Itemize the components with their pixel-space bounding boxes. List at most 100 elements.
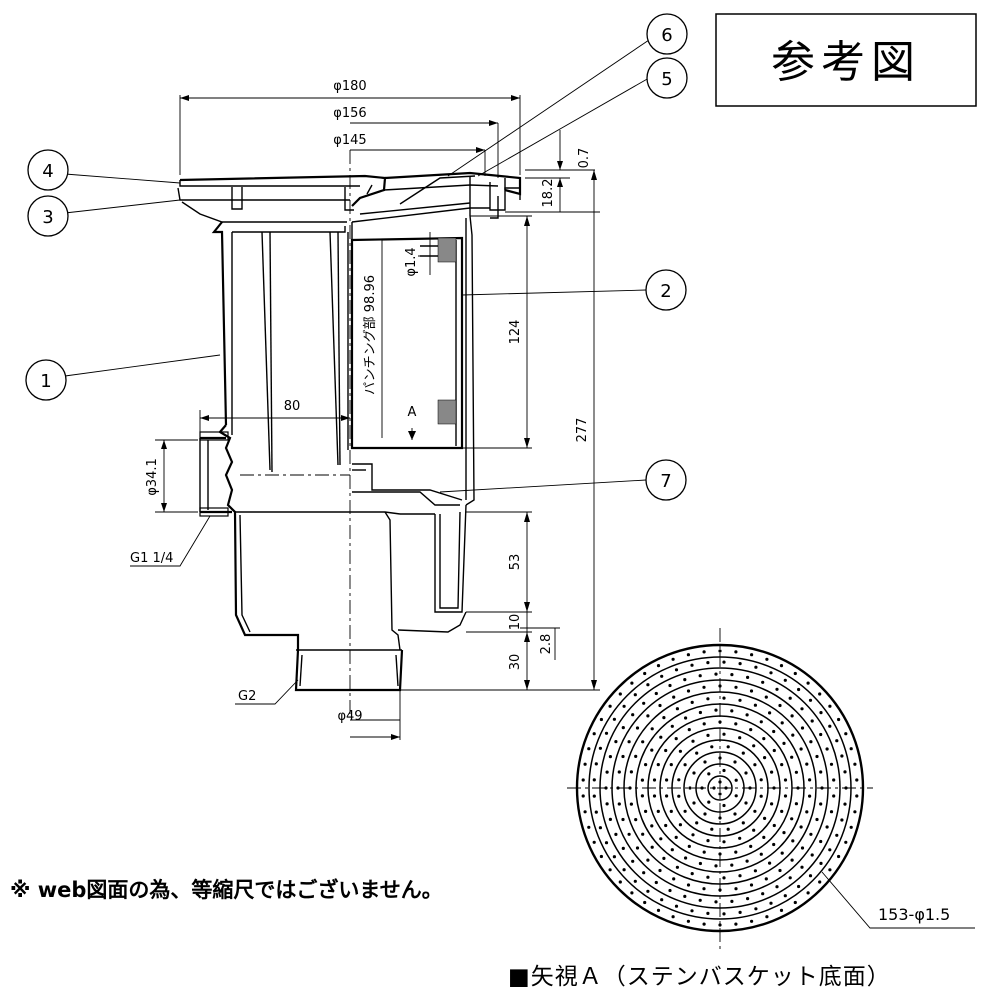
perforation-hole: [629, 770, 634, 774]
perforation-hole: [671, 915, 675, 919]
perforation-hole: [808, 794, 812, 798]
perforation-hole: [703, 760, 707, 764]
ring-3: [683, 751, 757, 825]
perforation-hole: [618, 880, 622, 884]
perforation-hole: [791, 839, 795, 843]
ring-8: [623, 691, 817, 885]
perforation-hole: [733, 812, 737, 816]
perforation-hole: [630, 681, 634, 685]
perforation-hole: [744, 801, 748, 805]
perforation-hole: [797, 687, 801, 692]
perforation-hole: [702, 650, 706, 654]
perforation-hole: [706, 733, 710, 738]
perforation-hole: [635, 846, 640, 850]
perforation-hole: [592, 778, 596, 782]
perforation-hole: [718, 684, 722, 688]
perforation-hole: [746, 897, 750, 901]
perforation-hole: [780, 763, 784, 767]
perforation-hole: [790, 714, 794, 718]
perforation-hole: [714, 900, 718, 904]
dim-h277: 277: [575, 418, 590, 443]
perforation-hole: [805, 762, 809, 766]
perforation-hole: [665, 794, 669, 798]
perforation-hole: [698, 861, 703, 866]
perforation-hole: [662, 716, 666, 720]
perforation-hole: [741, 821, 745, 825]
perforation-hole: [687, 844, 691, 849]
perforation-hole: [849, 747, 853, 751]
perforation-hole: [780, 721, 784, 725]
perforation-hole: [800, 707, 804, 711]
perforation-hole: [844, 732, 848, 736]
perforation-hole: [627, 832, 631, 836]
perforation-hole: [764, 877, 768, 881]
perforation-hole: [642, 871, 646, 875]
perforation-hole: [828, 724, 832, 728]
title-text: 参考図: [771, 37, 921, 88]
perforation-hole: [734, 850, 738, 854]
perforation-hole: [772, 748, 776, 753]
perforation-hole: [752, 828, 756, 832]
perforation-hole: [604, 841, 609, 845]
perforation-hole: [738, 910, 742, 915]
perforation-hole: [770, 770, 774, 774]
perforation-hole: [683, 763, 687, 767]
perforation-hole: [819, 711, 823, 715]
perforation-hole: [722, 660, 726, 664]
perforation-hole: [646, 889, 650, 893]
perforation-hole: [706, 697, 710, 701]
perforation-hole: [722, 696, 726, 700]
perforation-hole: [605, 770, 609, 774]
perforation-hole: [659, 735, 663, 739]
perforation-hole: [722, 768, 726, 773]
perforation-hole: [621, 817, 625, 822]
perforation-hole: [658, 703, 662, 708]
perforation-hole: [627, 740, 631, 744]
perforation-hole: [754, 907, 758, 911]
perforation-hole: [783, 678, 787, 682]
perforation-hole: [759, 720, 763, 724]
perforation-hole: [808, 874, 813, 878]
dim-h28: 2.8: [539, 634, 554, 655]
perforation-hole: [849, 825, 853, 829]
perforation-hole: [791, 733, 795, 737]
perforation-hole: [772, 823, 776, 828]
perforation-hole: [722, 876, 726, 880]
perforation-hole: [634, 818, 638, 822]
perforation-hole: [642, 701, 646, 705]
perforation-hole: [809, 832, 813, 836]
perforation-hole: [788, 696, 792, 700]
bottom-outer-ring: [575, 643, 865, 933]
perforation-hole: [762, 835, 766, 840]
perforation-hole: [790, 755, 794, 759]
perforation-hole: [686, 883, 691, 887]
perforation-hole: [734, 794, 738, 798]
perforation-hole: [652, 794, 657, 798]
perforation-hole: [722, 803, 726, 808]
perforation-hole: [800, 846, 805, 850]
callout-6: 6: [646, 13, 688, 55]
perforation-hole: [765, 657, 769, 661]
perforation-hole: [749, 883, 754, 887]
perforation-hole: [749, 689, 754, 693]
perforation-hole: [770, 802, 774, 806]
dim-h10: 10: [508, 614, 523, 631]
perforation-hole: [748, 786, 752, 790]
ring-9: [611, 679, 829, 897]
perforation-hole: [775, 885, 779, 889]
perforation-hole: [722, 840, 726, 844]
perforation-hole: [714, 672, 718, 676]
perforation-hole: [754, 665, 758, 669]
perforation-hole: [759, 852, 763, 856]
perforation-hole: [853, 762, 857, 766]
perforation-hole: [617, 802, 621, 806]
perforation-hole: [779, 664, 784, 668]
perforation-hole: [643, 900, 647, 905]
perforation-hole: [828, 704, 832, 708]
perforation-hole: [683, 678, 687, 682]
perforation-hole: [819, 839, 823, 844]
perforation-hole: [706, 875, 710, 879]
perforation-hole: [650, 748, 654, 752]
perforation-hole: [583, 810, 587, 814]
perforation-hole: [634, 754, 638, 759]
